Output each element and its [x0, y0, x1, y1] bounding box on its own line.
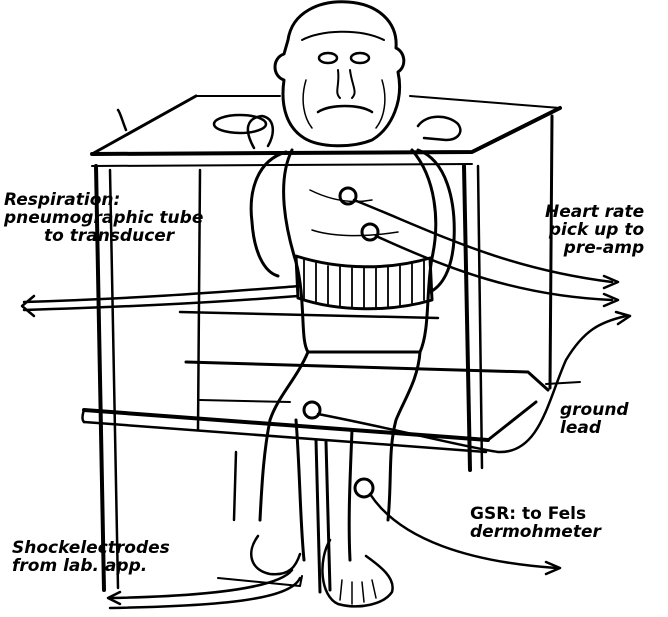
- front-right-rod: [464, 166, 470, 470]
- heart-rate-label-line-2: pick up to: [545, 222, 644, 240]
- seat-plate-end: [83, 410, 85, 422]
- top-plate-thickness: [92, 164, 472, 166]
- left-arm: [251, 152, 286, 276]
- head-outline: [275, 2, 404, 146]
- waist-plate-back-edge: [180, 312, 438, 318]
- respiration-tube-lower: [24, 296, 298, 310]
- top-plate-left-edge: [92, 96, 196, 154]
- seat-plate-right-edge: [488, 402, 536, 440]
- right-eye: [351, 53, 369, 63]
- right-shin: [349, 430, 352, 560]
- seat-plate-back-edge: [200, 400, 290, 402]
- nose: [337, 70, 354, 98]
- shock-electrodes-label-line-2: from lab. app.: [12, 558, 170, 576]
- left-eye: [319, 53, 337, 63]
- top-plate-back-edge: [196, 96, 560, 108]
- ground-lead-label-line-2: lead: [560, 420, 629, 438]
- ground-electrode: [304, 402, 320, 418]
- left-inner-leg: [234, 452, 236, 520]
- face-wrinkles: [303, 80, 385, 128]
- toes: [340, 580, 376, 604]
- front-right-rod-shade: [478, 166, 482, 468]
- top-plate-corner: [118, 110, 126, 130]
- heart-rate-label-line-3: pre-amp: [545, 240, 644, 258]
- right-foot: [322, 540, 392, 606]
- top-plate-hole-left: [214, 115, 266, 133]
- shock-electrodes-label: Shockelectrodes from lab. app.: [12, 540, 170, 576]
- ground-lead-label: ground lead: [560, 402, 629, 438]
- respiration-label-line-2: pneumographic tube: [4, 210, 203, 228]
- waist-plate-front-edge: [186, 362, 548, 390]
- brow-ridge: [302, 32, 384, 40]
- heart-electrode-lower: [362, 224, 378, 240]
- gsr-label: GSR: to Fels dermohmeter: [470, 506, 601, 542]
- chimpanzee-figure: [248, 2, 460, 607]
- heart-rate-label: Heart rate pick up to pre-amp: [545, 204, 644, 258]
- right-hand: [418, 117, 460, 140]
- left-shin: [296, 420, 304, 560]
- gsr-label-line-2: dermohmeter: [470, 524, 601, 542]
- respiration-label: Respiration: pneumographic tube to trans…: [4, 192, 203, 246]
- respiration-label-line-3: to transducer: [4, 228, 203, 246]
- belt-pleats: [304, 260, 424, 308]
- respiration-arrow-icon: [22, 296, 34, 316]
- mouth: [318, 106, 372, 112]
- seat-plate-front-edge: [84, 410, 488, 440]
- left-foot: [251, 536, 300, 574]
